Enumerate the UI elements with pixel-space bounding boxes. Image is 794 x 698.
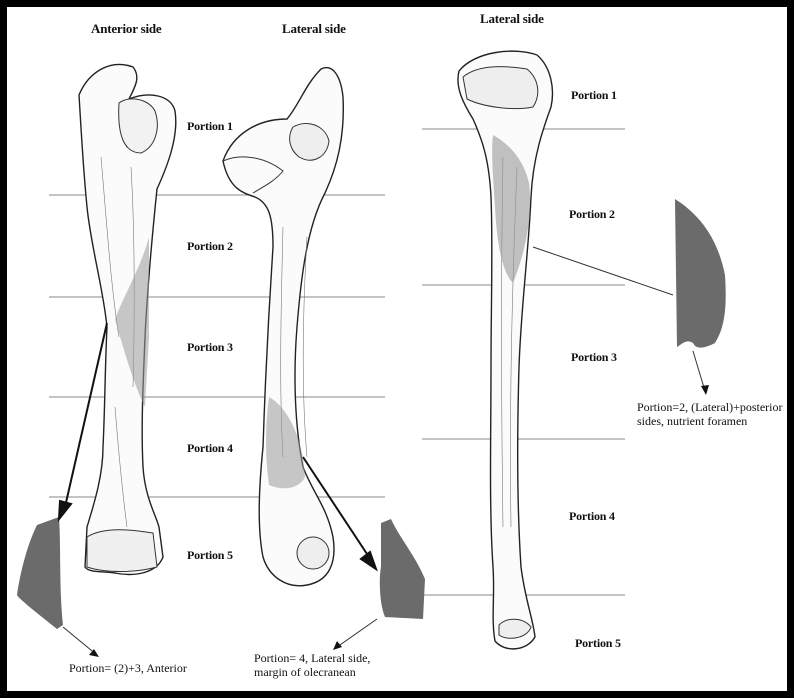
label-portion-3-right: Portion 3 [571,350,617,364]
annotation-middle-line-2: margin of olecranean [254,665,356,679]
cross-section-right [675,199,726,348]
figure-canvas: Anterior side Lateral side Lateral side … [7,7,787,691]
label-portion-3-left: Portion 3 [187,340,233,354]
bone-lateral-ulna [222,66,345,587]
label-portion-5-right: Portion 5 [575,636,621,650]
label-portion-4-right: Portion 4 [569,509,615,523]
bone-anterior [78,63,177,576]
heading-lateral-side-middle: Lateral side [282,21,346,36]
annotation-right-line-1: Portion=2, (Lateral)+posterior [637,400,783,414]
cross-section-middle [379,519,425,619]
label-portion-2-left: Portion 2 [187,239,233,253]
annotation-right-line-2: sides, nutrient foramen [637,414,748,428]
leader-lines [62,246,706,656]
heading-anterior-side: Anterior side [91,21,162,36]
label-portion-1-right: Portion 1 [571,88,617,102]
bone-illustration [17,50,726,657]
annotation-left: Portion= (2)+3, Anterior [69,661,187,675]
label-portion-2-right: Portion 2 [569,207,615,221]
label-portion-1-left: Portion 1 [187,119,233,133]
cross-section-left [17,517,63,629]
leader-arrowheads [89,385,709,657]
label-portion-4-left: Portion 4 [187,441,233,455]
heading-lateral-side-right: Lateral side [480,11,544,26]
pointer-arrows [57,322,378,572]
bone-lateral-right [457,50,554,650]
annotation-middle-line-1: Portion= 4, Lateral side, [254,651,371,665]
label-portion-5-left: Portion 5 [187,548,233,562]
